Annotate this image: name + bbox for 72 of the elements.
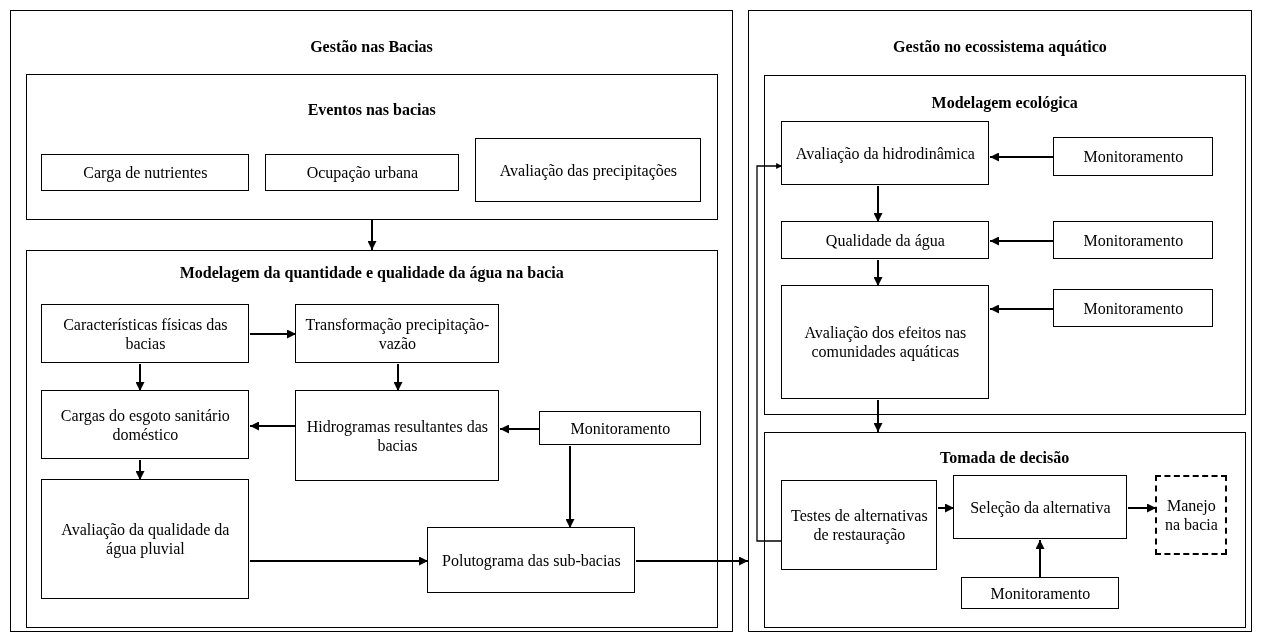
group-title: Tomada de decisão [940, 448, 1070, 467]
box-text: Monitoramento [1083, 230, 1184, 250]
group-title: Eventos nas bacias [307, 100, 436, 119]
arrow [367, 219, 377, 251]
box-text: Cargas do esgoto sanitário doméstico [59, 405, 231, 445]
box-text: Testes de alternativas de restauração [790, 506, 929, 545]
arrow [249, 556, 429, 566]
arrow [1127, 503, 1157, 513]
box-text: Monitoramento [570, 418, 671, 438]
arrow [937, 503, 955, 513]
arrow [873, 259, 883, 287]
box-text: Hidrogramas resultantes das bacias [305, 416, 489, 456]
arrow [135, 459, 145, 481]
process-box [41, 390, 250, 460]
process-box [41, 304, 250, 364]
arrow [873, 185, 883, 223]
group-panel [763, 74, 1246, 415]
arrow [756, 163, 783, 542]
arrow [989, 304, 1055, 314]
process-box [1155, 475, 1228, 556]
box-text: Seleção da alternativa [970, 497, 1111, 517]
process-box [295, 390, 500, 482]
box-text: Monitoramento [1083, 147, 1184, 167]
process-box [961, 577, 1120, 610]
process-box [475, 138, 702, 203]
arrow [873, 399, 883, 433]
box-text: Qualidade da água [825, 230, 945, 250]
arrow [1035, 539, 1045, 579]
box-text: Avaliação da qualidade da água pluvial [60, 520, 231, 559]
box-text: Avaliação dos efeitos nas comunidades aquáticas [803, 323, 968, 362]
arrow [989, 236, 1055, 246]
process-box [41, 154, 250, 192]
box-text: Avaliação da hidrodinâmica [795, 143, 975, 163]
process-box [295, 304, 500, 364]
group-title: Gestão no ecossistema aquático [893, 38, 1107, 56]
process-box [781, 221, 990, 260]
process-box [539, 411, 702, 446]
group-title: Modelagem da quantidade e qualidade da água na bacia [179, 263, 564, 282]
process-box [427, 527, 636, 594]
arrow [393, 363, 403, 392]
box-text: Monitoramento [990, 583, 1091, 603]
box-text: Avaliação das precipitações [499, 160, 678, 180]
group-title: Modelagem ecológica [931, 93, 1078, 112]
arrow [499, 424, 541, 434]
arrow [249, 421, 297, 431]
group-title: Gestão nas Bacias [310, 38, 433, 56]
process-box [1053, 289, 1214, 328]
process-box [41, 479, 250, 600]
arrow [989, 152, 1055, 162]
process-box [781, 285, 990, 400]
group-panel [748, 10, 1252, 632]
group-panel [25, 249, 718, 628]
group-panel [10, 10, 733, 632]
box-text: Monitoramento [1083, 298, 1184, 318]
process-box [781, 121, 990, 186]
box-text: Manejo na bacia [1163, 496, 1219, 535]
box-text: Características físicas das bacias [62, 314, 229, 354]
process-box [1053, 137, 1214, 177]
process-box [1053, 221, 1214, 260]
process-box [953, 475, 1128, 540]
arrow [249, 329, 297, 339]
arrow [565, 445, 575, 529]
box-text: Carga de nutrientes [83, 163, 208, 183]
process-box [265, 154, 460, 192]
arrow [635, 556, 749, 566]
process-box [781, 480, 938, 571]
arrow [135, 363, 145, 392]
group-panel [763, 431, 1246, 628]
box-text: Polutograma das sub-bacias [442, 550, 621, 570]
box-text: Ocupação urbana [306, 163, 419, 183]
box-text: Transformação precipitação-vazão [304, 314, 491, 354]
group-panel [25, 73, 718, 220]
